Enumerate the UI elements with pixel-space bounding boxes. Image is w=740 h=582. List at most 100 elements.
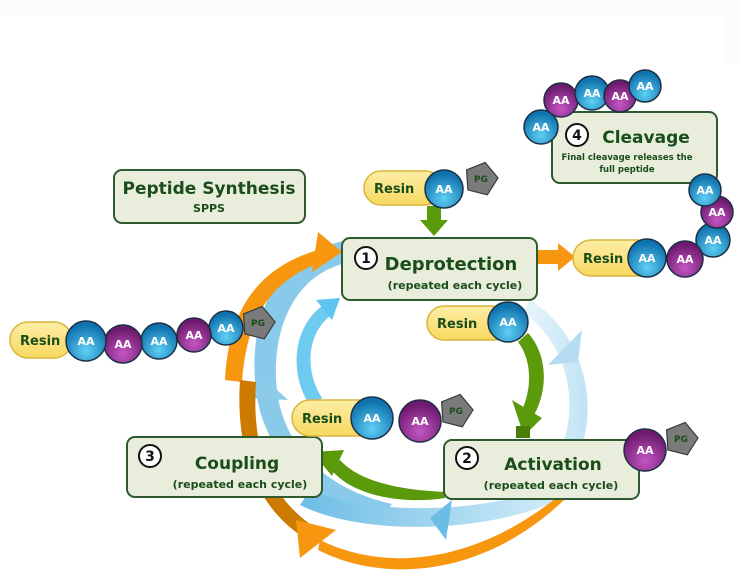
orange-arrow-shaft-right [538,250,560,264]
step-number: 2 [462,451,472,467]
aa-label: AA [636,80,654,93]
amino-acid-purple: AA [398,399,442,443]
green-arrowhead-right [512,400,542,436]
right-band [724,15,740,63]
molecule-activated-aa: PG AA [623,421,699,472]
step-title: Activation [504,455,601,475]
amino-acid-purple: AA [623,428,667,472]
orange-arc-bottom [318,495,564,570]
title-text: Peptide Synthesis [123,179,296,199]
green-arrow-shaft-top [427,206,441,222]
aa-label: AA [636,444,654,457]
molecule-top-input: Resin AA PG [363,161,499,209]
green-arrow-stub [516,426,530,438]
aa-label: AA [552,94,570,107]
green-arc-bottom [330,460,446,501]
molecule-released-peptide: AA AA AA AA AA [523,69,662,145]
amino-acid-blue: AA [688,173,722,207]
pg-label: PG [449,407,463,417]
step-subtitle-line2: full peptide [599,165,655,175]
pg-label: PG [251,319,265,329]
resin-label: Resin [374,182,414,197]
blue-arrowhead-bottom [430,500,452,540]
aa-label: AA [217,322,235,335]
pg-label: PG [674,435,688,445]
amino-acid-blue: AA [487,301,529,343]
aa-label: AA [435,183,453,196]
amino-acid-blue: AA [627,238,667,278]
blue-arrowhead-right [548,330,582,365]
step-number-circle [455,446,479,470]
step-subtitle: (repeated each cycle) [388,279,523,292]
amino-acid-blue: AA [628,69,662,103]
blue-inner-arrow [296,306,330,408]
step-number: 4 [572,128,582,144]
amino-acid-blue: AA [65,320,107,362]
amino-acid-purple: AA [176,317,212,353]
aa-label: AA [708,206,726,219]
orange-arrowhead-bottom [296,520,336,558]
amino-acid-purple: AA [103,324,143,364]
top-band [0,0,740,15]
step-subtitle: (repeated each cycle) [484,479,619,492]
step-number: 1 [361,251,371,267]
step-coupling: 3 Coupling (repeated each cycle) [126,436,323,498]
protecting-group: PG [242,305,276,340]
step-subtitle: (repeated each cycle) [173,478,308,491]
resin-label: Resin [302,412,342,427]
blue-arc-right [522,300,588,450]
molecule-after-deprotection: Resin AA [426,301,529,343]
aa-label: AA [583,87,601,100]
green-arrowhead-top [420,220,448,236]
aa-label: AA [363,412,381,425]
step-subtitle-line1: Final cleavage releases the [561,153,692,163]
amino-acid-purple: AA [666,240,704,278]
aa-label: AA [638,252,656,265]
step-title: Deprotection [385,254,518,275]
resin-label: Resin [583,252,623,267]
amino-acid-blue: AA [424,169,464,209]
green-arc-right [518,333,544,415]
step-number: 3 [145,449,155,465]
molecule-growing-chain: Resin PG AA AA AA AA AA [9,305,276,364]
resin-label: Resin [437,317,477,332]
protecting-group: PG [440,393,474,428]
amino-acid-blue: AA [140,322,178,360]
pg-label: PG [474,175,488,185]
blue-inner-arrowhead [316,298,340,320]
aa-label: AA [696,184,714,197]
aa-label: AA [611,90,629,103]
aa-label: AA [114,338,132,351]
orange-arrowhead-top [312,232,342,272]
title-box: Peptide Synthesis SPPS [113,169,306,224]
aa-label: AA [185,329,203,342]
step-cleavage: 4 Cleavage Final cleavage releases the f… [551,111,718,184]
aa-label: AA [150,335,168,348]
amino-acid-blue: AA [523,109,559,145]
step-title: Coupling [195,454,279,474]
resin-bead: Resin [363,170,443,206]
amino-acid-blue: AA [350,396,394,440]
blue-arc-bottom [300,485,560,527]
resin-label: Resin [20,334,60,349]
blue-arrowhead-left [245,376,288,400]
molecule-after-coupling: Resin PG AA AA [291,393,474,443]
resin-bead: Resin [9,321,73,359]
aa-label: AA [676,253,694,266]
protecting-group: PG [465,161,499,196]
aa-label: AA [532,121,550,134]
protecting-group: PG [665,421,699,456]
step-number-circle [138,444,162,468]
aa-label: AA [411,415,429,428]
step-deprotection: 1 Deprotection (repeated each cycle) [341,237,538,301]
step-number-circle [354,246,378,270]
step-title: Cleavage [602,128,690,148]
amino-acid-purple: AA [603,79,637,113]
orange-arrowhead-right [558,243,575,271]
step-activation: 2 Activation (repeated each cycle) [443,439,640,500]
step-number-circle [565,123,589,147]
aa-label: AA [77,335,95,348]
